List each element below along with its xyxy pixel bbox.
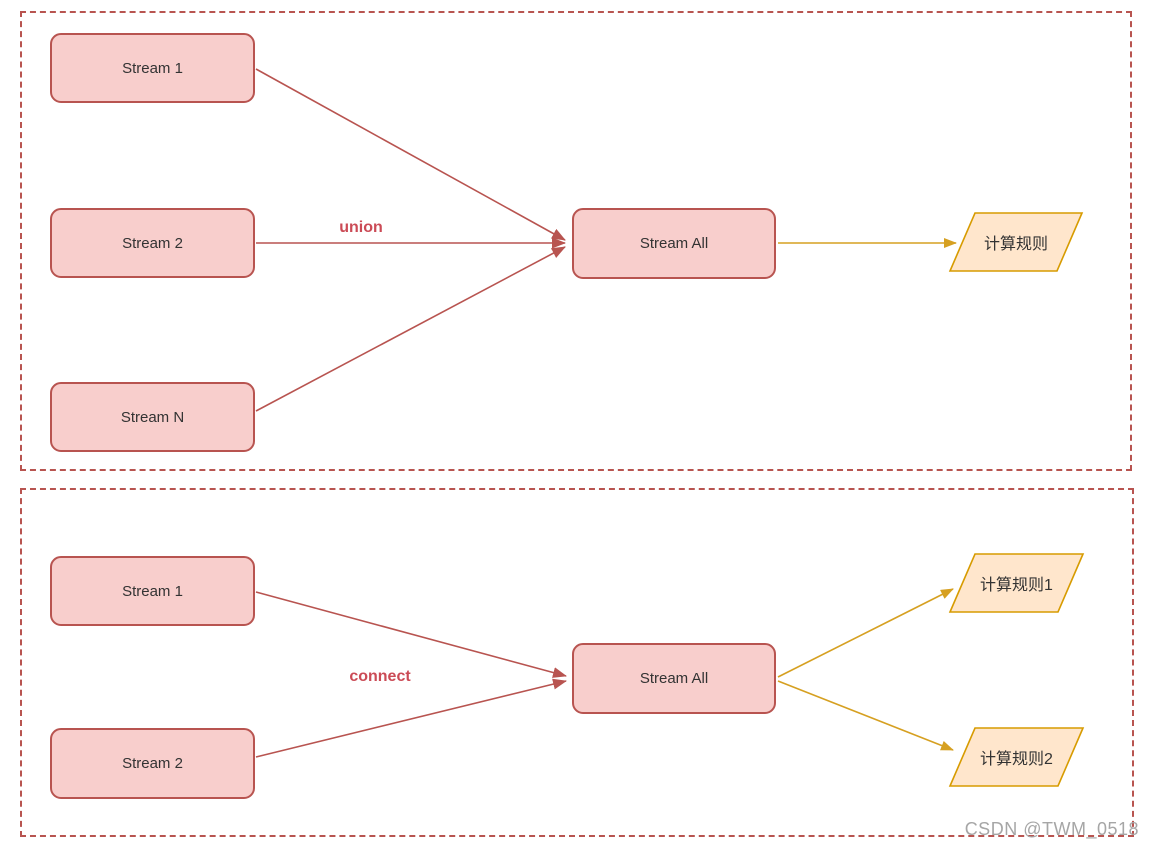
node-union-stream1: Stream 1: [50, 33, 255, 103]
node-connect-stream2: Stream 2: [50, 728, 255, 799]
connect-edge-label: connect: [349, 668, 411, 685]
rule2-label: 计算规则2: [980, 751, 1053, 768]
node-union-streamall: Stream All: [572, 208, 776, 279]
rule-label: 计算规则: [983, 236, 1048, 253]
panel-union: [20, 11, 1132, 471]
node-connect-stream1: Stream 1: [50, 556, 255, 626]
rule1-label: 计算规则1: [980, 577, 1053, 594]
node-union-stream2: Stream 2: [50, 208, 255, 278]
node-union-streamN: Stream N: [50, 382, 255, 452]
watermark: CSDN @TWM_0518: [964, 819, 1139, 839]
panel-connect: [20, 488, 1134, 837]
node-connect-streamall: Stream All: [572, 643, 776, 714]
union-edge-label: union: [339, 219, 383, 236]
